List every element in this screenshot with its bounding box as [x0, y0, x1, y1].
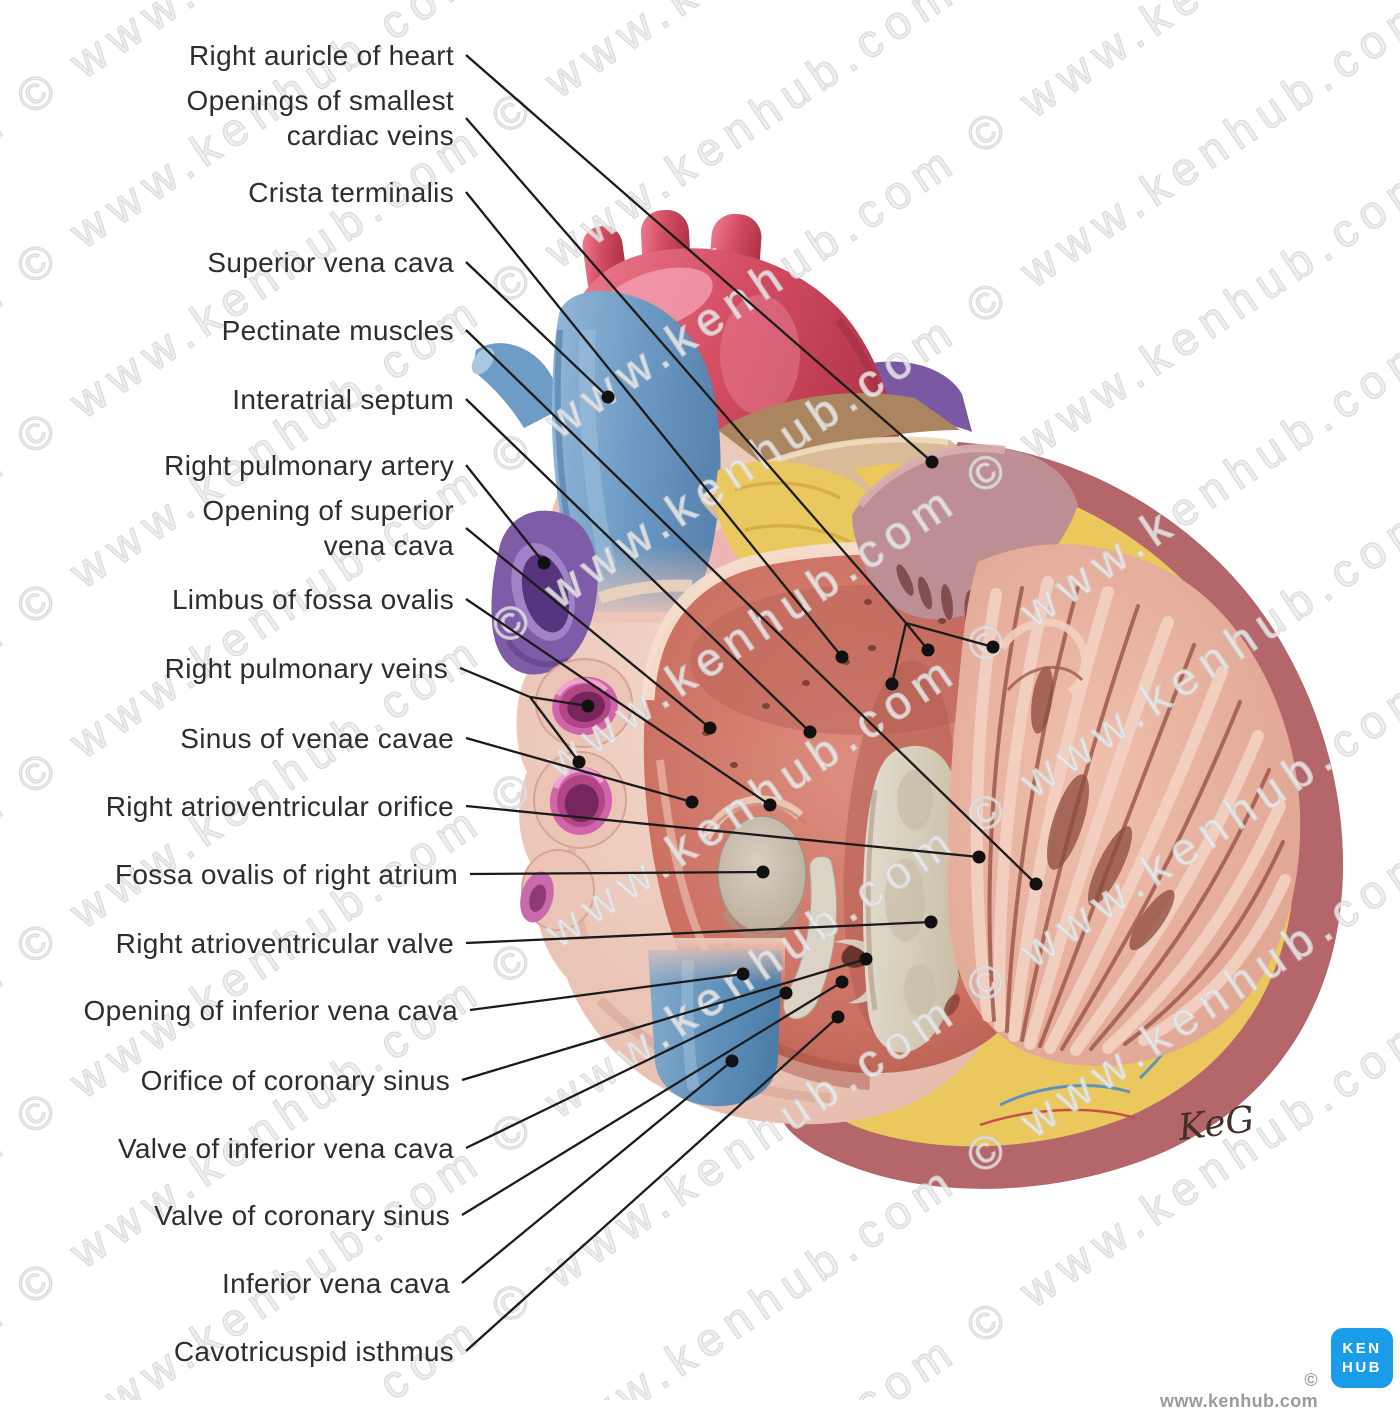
anatomy-label-right-atrioventricular-orifice: Right atrioventricular orifice [105, 790, 454, 822]
artist-signature: KeG [1175, 1099, 1256, 1149]
anatomy-label-sinus-of-venae-cavae: Sinus of venae cavae [180, 722, 454, 754]
anatomy-label-crista-terminalis: Crista terminalis [248, 176, 454, 208]
anatomy-label-opening-of-superior-vena-cava: Opening of superior vena cava [202, 495, 454, 561]
kenhub-logo-line1: KEN [1342, 1340, 1382, 1357]
anatomy-label-superior-vena-cava: Superior vena cava [207, 246, 454, 278]
kenhub-logo: KEN HUB [1331, 1328, 1393, 1388]
anatomy-label-cavotricuspid-isthmus: Cavotricuspid isthmus [173, 1335, 454, 1367]
anatomy-label-openings-of-smallest-cardiac-veins: Openings of smallest cardiac veins [186, 85, 454, 151]
anatomy-label-valve-of-inferior-vena-cava: Valve of inferior vena cava [118, 1132, 454, 1164]
anatomy-label-pectinate-muscles: Pectinate muscles [221, 314, 454, 346]
anatomy-label-fossa-ovalis-of-right-atrium: Fossa ovalis of right atrium [115, 858, 458, 890]
anatomy-label-opening-of-inferior-vena-cava: Opening of inferior vena cava [83, 994, 458, 1026]
anatomy-label-orifice-of-coronary-sinus: Orifice of coronary sinus [140, 1064, 450, 1096]
anatomy-label-right-pulmonary-veins: Right pulmonary veins [164, 652, 448, 684]
anatomy-label-limbus-of-fossa-ovalis: Limbus of fossa ovalis [171, 583, 454, 615]
anatomy-label-right-pulmonary-artery: Right pulmonary artery [164, 449, 454, 481]
kenhub-logo-line2: HUB [1342, 1359, 1382, 1376]
anatomy-label-inferior-vena-cava: Inferior vena cava [222, 1267, 450, 1299]
copyright-text: © www.kenhub.com [1160, 1370, 1318, 1411]
anatomy-label-right-auricle-of-heart: Right auricle of heart [189, 39, 454, 71]
anatomy-label-interatrial-septum: Interatrial septum [232, 383, 454, 415]
anatomy-label-right-atrioventricular-valve: Right atrioventricular valve [115, 927, 454, 959]
anatomy-label-valve-of-coronary-sinus: Valve of coronary sinus [154, 1199, 450, 1231]
